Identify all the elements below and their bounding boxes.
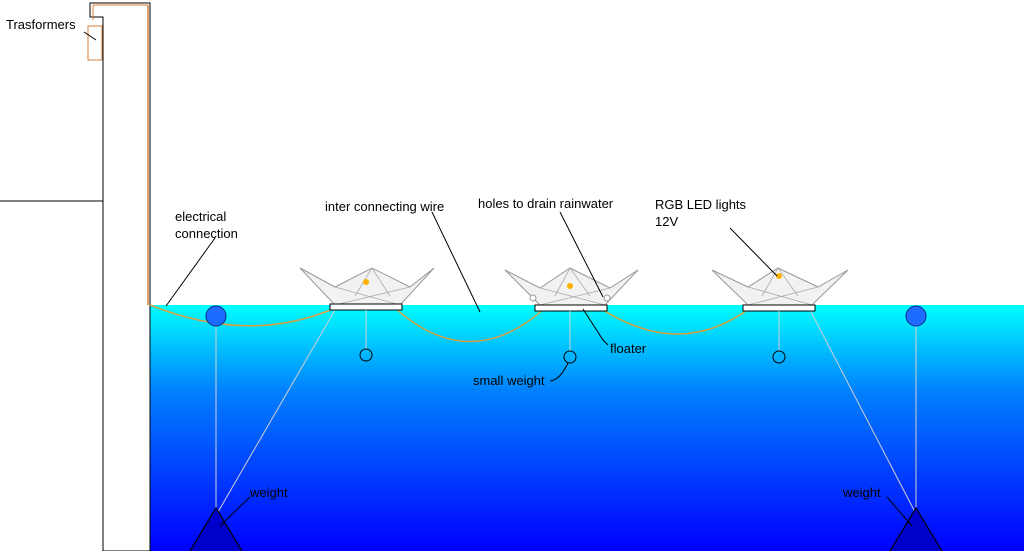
anchor-weight-icon [889, 506, 943, 552]
transformer-box [87, 25, 103, 61]
floater-1 [329, 303, 403, 311]
leader-weight-right [886, 496, 913, 527]
led-light-icon [567, 283, 573, 289]
inter-connecting-wire-2 [599, 307, 751, 335]
leader-transformers [83, 31, 97, 41]
small-weight-icon [359, 348, 373, 362]
leader-floater [582, 308, 609, 346]
leader-inter-connecting-wire [431, 211, 481, 313]
mooring-line-1 [217, 309, 336, 513]
label-holes-to-drain: holes to drain rainwater [478, 196, 614, 211]
buoy-icon [905, 305, 927, 327]
wall-pillar [89, 2, 151, 552]
leader-electrical-connection [165, 237, 216, 307]
electrical-connection-wire [149, 304, 336, 327]
floater-2 [534, 304, 608, 312]
drain-hole-icon [529, 294, 537, 302]
label-floater: floater [610, 341, 647, 356]
paper-boat-icon [299, 267, 435, 306]
paper-boat-icon [711, 267, 849, 306]
buoy-icon [205, 305, 227, 327]
small-weight-icon [563, 350, 577, 364]
label-electrical-connection-1: electrical [175, 209, 226, 224]
water-body [150, 305, 1024, 551]
leader-rgb-led [729, 227, 778, 277]
label-electrical-connection-2: connection [175, 226, 238, 241]
label-weight-right: weight [842, 485, 881, 500]
label-rgb-led-1: RGB LED lights [655, 197, 747, 212]
anchor-weight-icon [189, 506, 243, 552]
led-light-icon [363, 279, 369, 285]
label-weight-left: weight [249, 485, 288, 500]
label-inter-connecting-wire: inter connecting wire [325, 199, 444, 214]
wall-cable-top [92, 4, 148, 20]
label-small-weight: small weight [473, 373, 545, 388]
leader-holes-to-drain [559, 211, 604, 298]
label-transformers: Trasformers [6, 17, 76, 32]
mooring-line-2 [809, 309, 916, 513]
drain-hole-icon [603, 294, 611, 302]
leader-weight-left [219, 496, 251, 527]
label-rgb-led-2: 12V [655, 214, 678, 229]
small-weight-icon [772, 350, 786, 364]
leader-small-weight [549, 362, 569, 382]
floater-3 [742, 304, 816, 312]
led-light-icon [776, 273, 782, 279]
